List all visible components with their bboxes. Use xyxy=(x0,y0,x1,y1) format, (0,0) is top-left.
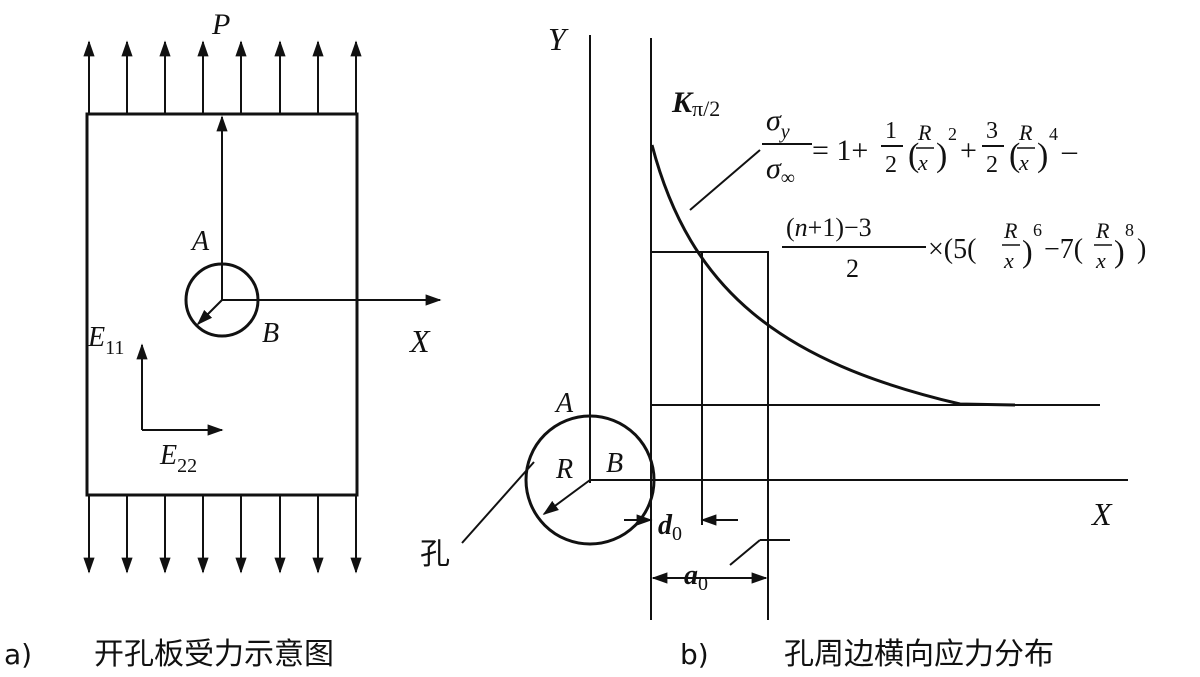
d0-label: d0 xyxy=(658,510,682,545)
formula-paren-r1: ) xyxy=(936,137,947,174)
plate xyxy=(85,112,359,497)
formula-close: ) xyxy=(1137,234,1146,265)
formula-eq-one-plus: = 1+ xyxy=(812,134,868,167)
formula-x3: x xyxy=(1003,248,1014,273)
formula-times: ×(5( xyxy=(928,234,976,265)
caption-a-letter: a) xyxy=(4,638,32,671)
stress-formula: σy σ∞ = 1+ 1 2 ( R x ) 2 + 3 2 ( R x ) 4… xyxy=(762,104,1146,283)
formula-two: 2 xyxy=(986,152,998,178)
point-b-label: B xyxy=(262,318,279,349)
formula-r3: R xyxy=(1003,218,1018,243)
formula-leader xyxy=(689,149,761,211)
formula-r4: R xyxy=(1095,218,1110,243)
peak-label: Kπ/2 xyxy=(671,86,720,121)
tension-arrows-bottom xyxy=(83,495,362,574)
formula-lhs-den: σ∞ xyxy=(766,152,795,189)
formula-half-den: 2 xyxy=(885,152,897,178)
formula-exp8: 8 xyxy=(1125,220,1134,240)
caption-a: 开孔板受力示意图 xyxy=(94,637,334,672)
tension-arrows-top xyxy=(83,40,362,114)
radius-label: R xyxy=(555,454,573,485)
formula-minus: – xyxy=(1061,134,1078,167)
panel-b-labels: Y X A B R 孔 Kπ/2 d0 a0 b) 孔周边横向应力分布 xyxy=(420,21,1113,672)
panel-a xyxy=(83,40,442,574)
caption-b: 孔周边横向应力分布 xyxy=(784,637,1054,672)
formula-x1: x xyxy=(917,150,928,175)
formula-frac2-num: (n+1)−3 xyxy=(786,213,872,242)
axis-y-label-b: Y xyxy=(548,21,569,57)
formula-lhs-num: σy xyxy=(766,104,790,143)
point-a-label: A xyxy=(190,226,210,257)
axis-x-label-b: X xyxy=(1090,496,1113,532)
formula-three: 3 xyxy=(986,118,998,144)
point-a-label-b: A xyxy=(554,388,574,419)
formula-minus7: −7( xyxy=(1044,234,1083,265)
formula-exp2: 2 xyxy=(948,124,957,144)
material-axes xyxy=(136,343,224,436)
axis-x-label-a: X xyxy=(408,323,431,359)
formula-paren-l1: ( xyxy=(908,137,919,174)
formula-half-num: 1 xyxy=(885,118,897,144)
formula-paren-r2: ) xyxy=(1037,137,1048,174)
hole-label: 孔 xyxy=(420,537,450,572)
formula-r2: R xyxy=(1018,120,1033,145)
radius-arrow-b xyxy=(542,479,591,515)
formula-x4: x xyxy=(1095,248,1106,273)
formula-frac2-den: 2 xyxy=(846,254,859,283)
formula-paren-r4: ) xyxy=(1114,233,1125,269)
e11-label: E11 xyxy=(87,322,124,359)
e22-label: E22 xyxy=(159,440,197,477)
stress-curve xyxy=(650,144,1016,407)
hole-leader xyxy=(461,461,535,544)
formula-r1: R xyxy=(917,120,932,145)
load-label: P xyxy=(211,8,230,41)
formula-exp4: 4 xyxy=(1049,124,1058,144)
a0-label: a0 xyxy=(684,560,708,595)
caption-b-letter: b) xyxy=(680,638,709,671)
formula-exp6: 6 xyxy=(1033,220,1042,240)
average-stress-box xyxy=(651,251,769,620)
panel-b xyxy=(461,35,1128,620)
formula-plus: + xyxy=(960,134,977,167)
a0-leader xyxy=(729,539,761,566)
formula-x2: x xyxy=(1018,150,1029,175)
formula-paren-l2: ( xyxy=(1009,137,1020,174)
hole-b xyxy=(524,414,656,546)
formula-paren-r3: ) xyxy=(1022,233,1033,269)
radius-arrow-a xyxy=(196,299,223,326)
panel-a-labels: P A B X E11 E22 a) 开孔板受力示意图 xyxy=(4,8,431,672)
point-b-label-b: B xyxy=(606,448,623,479)
